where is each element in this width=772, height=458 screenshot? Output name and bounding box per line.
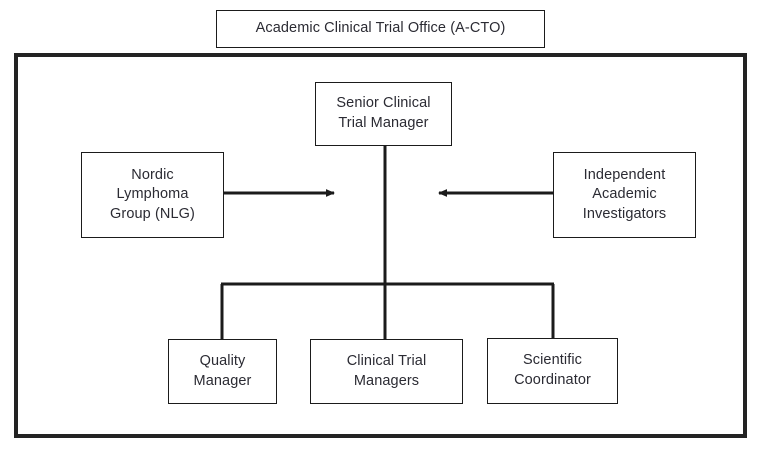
node-senior-clinical-trial-manager-label: Senior Clinical Trial Manager [336,95,431,131]
node-quality-manager-label: Quality Manager [193,352,252,389]
node-independent-academic-investigators: Independent Academic Investigators [553,152,696,238]
acto-container-frame [14,53,747,438]
acto-title-label: Academic Clinical Trial Office (A-CTO) [255,20,506,37]
node-clinical-trial-managers-label: Clinical Trial Managers [346,352,427,389]
node-nordic-lymphoma-group-label: Nordic Lymphoma Group (NLG) [110,166,195,222]
node-nordic-lymphoma-group: Nordic Lymphoma Group (NLG) [81,152,224,238]
node-quality-manager: Quality Manager [168,339,277,404]
acto-title-box: Academic Clinical Trial Office (A-CTO) [216,10,545,48]
node-scientific-coordinator-label: Scientific Coordinator [514,352,591,388]
node-senior-clinical-trial-manager: Senior Clinical Trial Manager [315,82,452,146]
node-independent-academic-investigators-label: Independent Academic Investigators [582,166,667,222]
node-clinical-trial-managers: Clinical Trial Managers [310,339,463,404]
node-scientific-coordinator: Scientific Coordinator [487,338,618,404]
